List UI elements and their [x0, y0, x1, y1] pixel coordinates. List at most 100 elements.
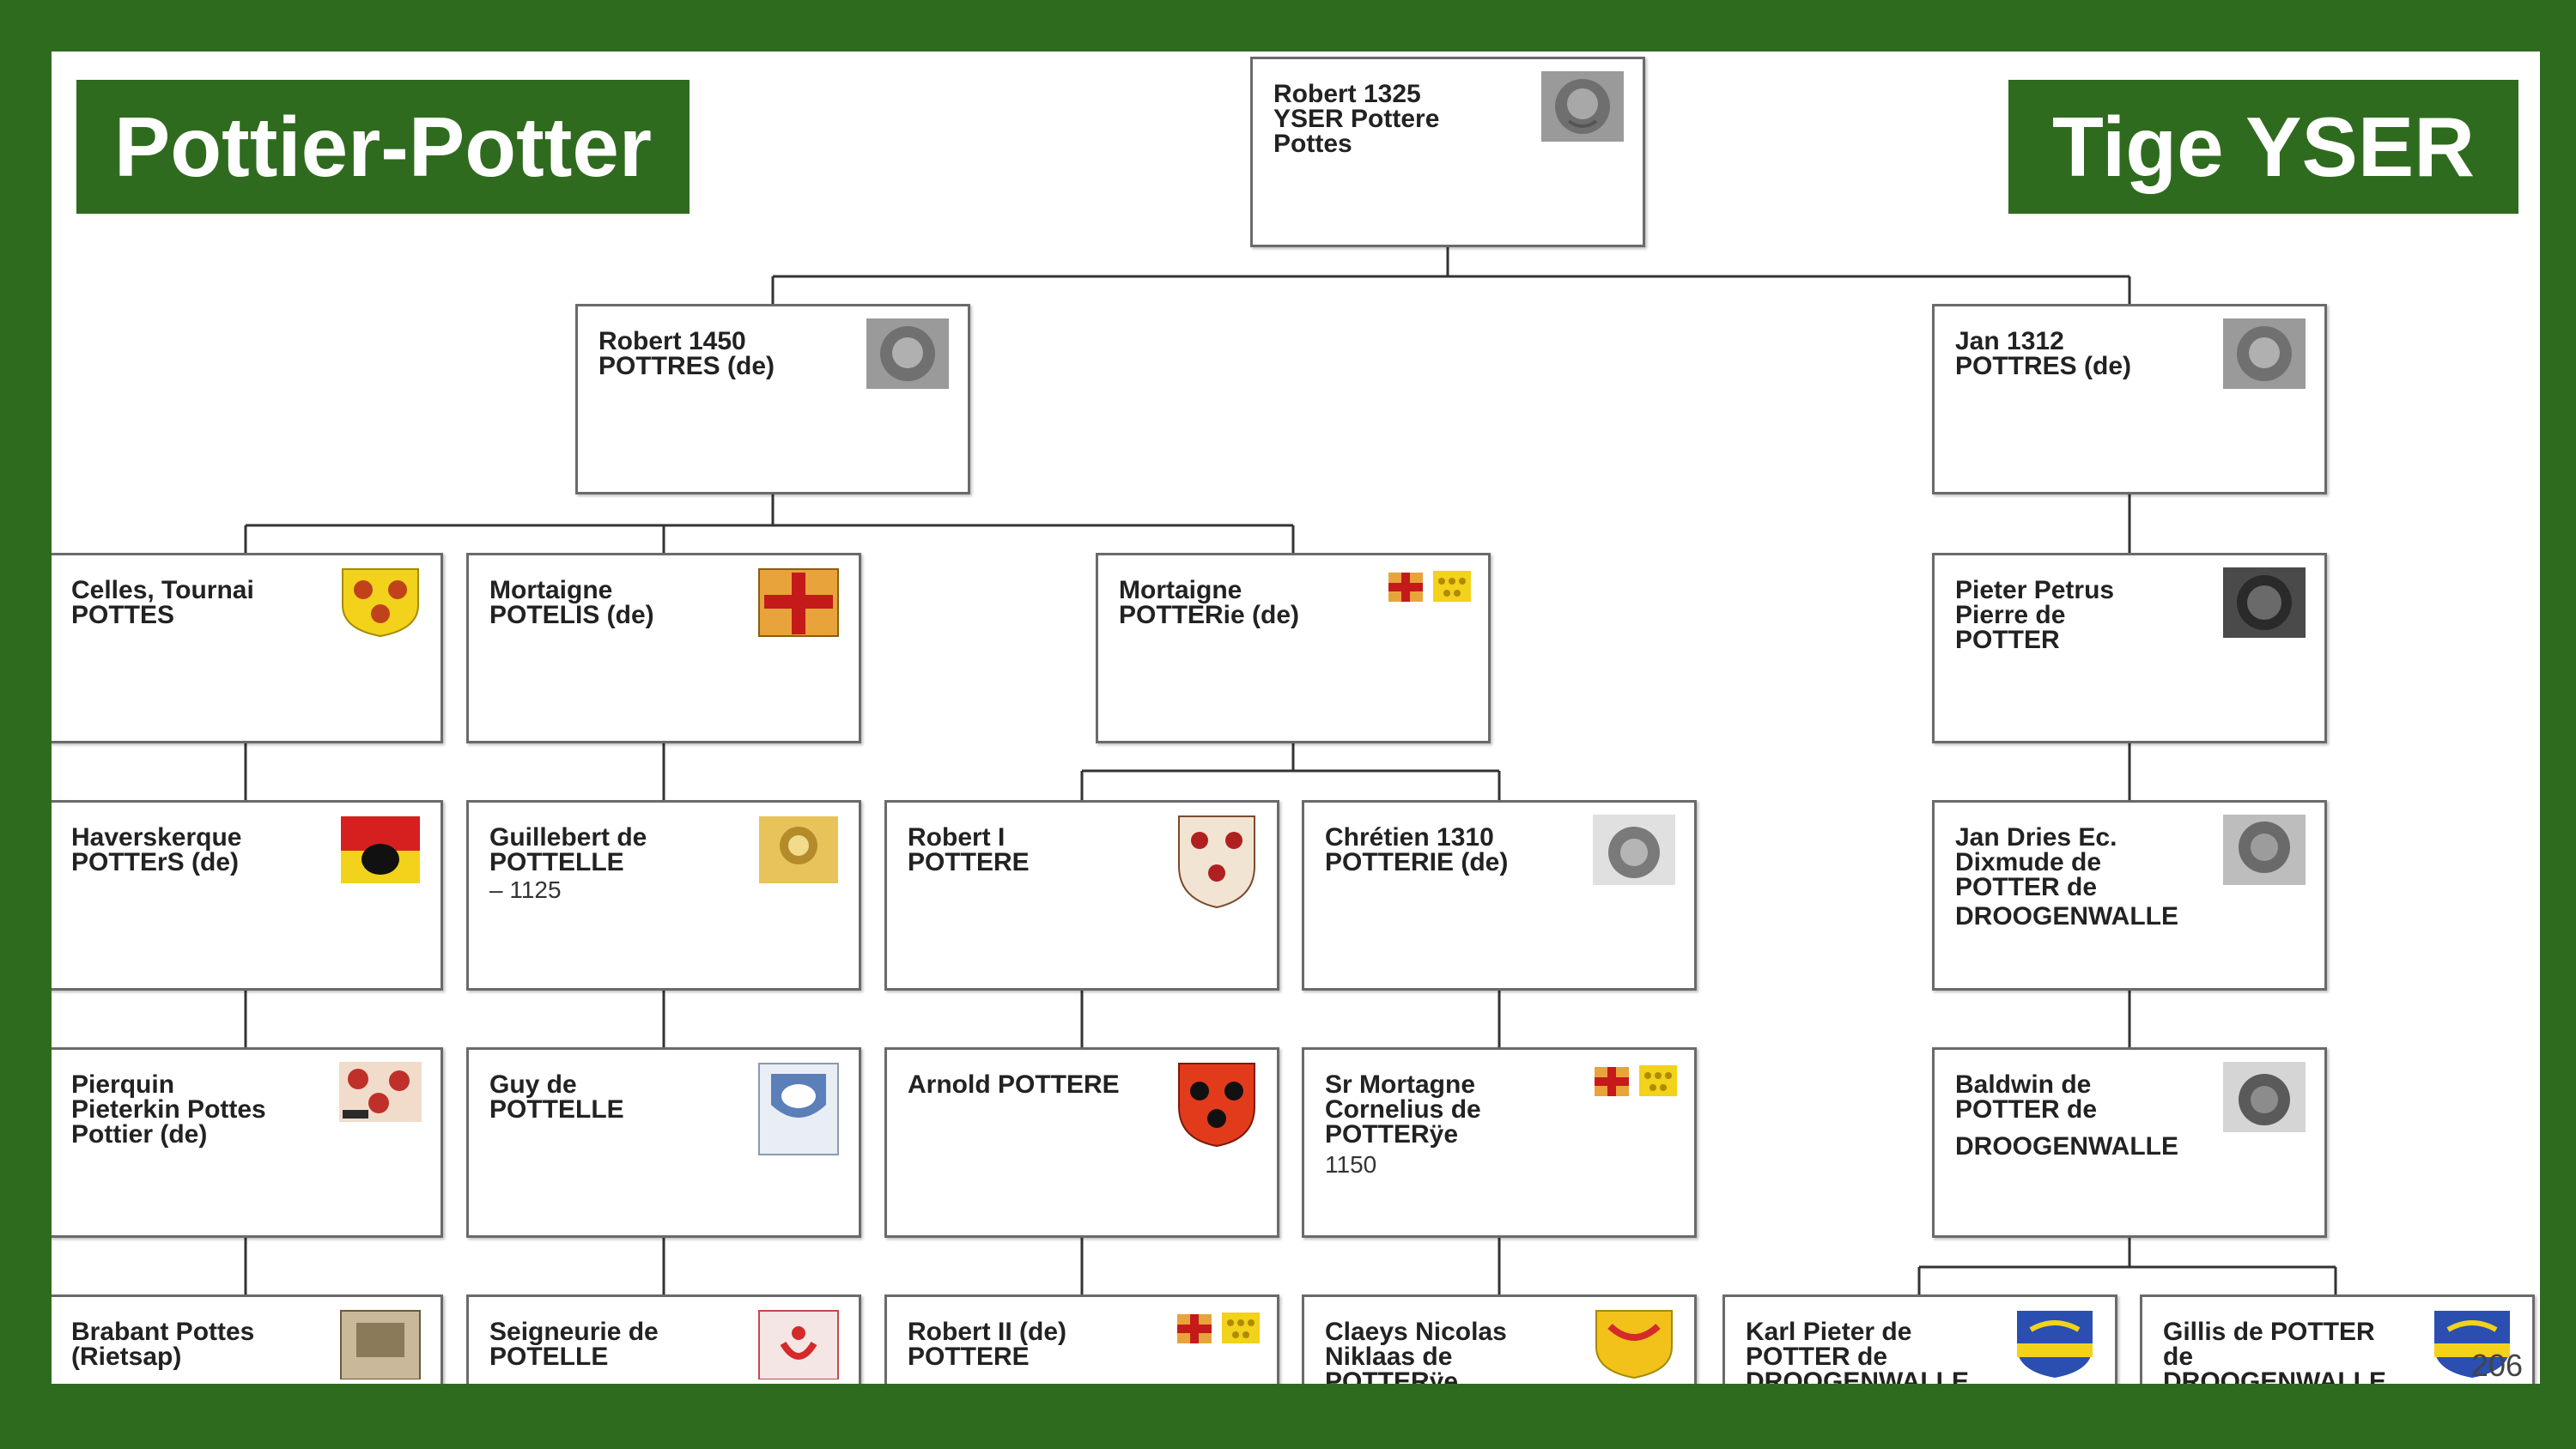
node-line: POTTERE	[908, 850, 1030, 875]
node-line: de	[2163, 1344, 2386, 1369]
node-line: YSER Pottere	[1273, 106, 1439, 131]
node-line: Robert 1450	[598, 329, 775, 354]
coat-of-arms-icon	[339, 567, 422, 638]
node-robert-1325: Robert 1325 YSER Pottere Pottes	[1250, 57, 1645, 247]
node-line: Pieter Petrus	[1955, 578, 2114, 603]
seal-icon	[1541, 71, 1624, 142]
node-line: POTTER	[1955, 627, 2114, 652]
node-line: Mortaigne	[489, 578, 654, 603]
family-tree-panel: Pottier-Potter Tige YSER	[52, 52, 2540, 1384]
connector-mortaigne2	[1082, 743, 1499, 800]
page-number: 206	[2471, 1348, 2523, 1384]
node-line: POTELLE	[489, 1344, 659, 1369]
node-robert-ii: Robert II (de) POTTERE	[884, 1294, 1279, 1384]
node-line: Jan 1312	[1955, 329, 2131, 354]
coat-of-arms-icon	[757, 1062, 840, 1156]
node-seigneurie-potelle: Seigneurie de POTELLE	[466, 1294, 861, 1384]
node-line: Baldwin de	[1955, 1072, 2097, 1097]
coat-of-arms-icon	[339, 1309, 422, 1379]
node-arnold-pottere: Arnold POTTERE	[884, 1047, 1279, 1238]
node-line: (Rietsap)	[71, 1344, 254, 1369]
node-date: 1150	[1325, 1151, 1376, 1179]
node-line: DROOGENWALLE	[1955, 902, 2178, 931]
node-mortaigne-potterie: Mortaigne POTTERie (de)	[1096, 553, 1491, 743]
node-jan-1312: Jan 1312 POTTRES (de)	[1932, 304, 2327, 494]
node-line: POTTERIE (de)	[1325, 850, 1508, 875]
node-line: Pierquin	[71, 1072, 266, 1097]
node-line: Guy de	[489, 1072, 624, 1097]
coat-of-arms-pair-icon	[1593, 1062, 1679, 1100]
node-guillebert: Guillebert de POTTELLE – 1125	[466, 800, 861, 991]
node-mortaigne-potelis: Mortaigne POTELIS (de)	[466, 553, 861, 743]
node-line: Claeys Nicolas	[1325, 1319, 1507, 1344]
node-line: POTTELLE	[489, 850, 647, 875]
node-pierquin: Pierquin Pieterkin Pottes Pottier (de)	[52, 1047, 443, 1238]
node-line: Robert II (de)	[908, 1319, 1066, 1344]
node-line: POTTRES (de)	[598, 354, 775, 379]
node-line: Mortaigne	[1119, 578, 1299, 603]
node-line: Pieterkin Pottes	[71, 1097, 266, 1122]
node-jan-dries: Jan Dries Ec. Dixmude de POTTER de DROOG…	[1932, 800, 2327, 991]
node-line: DROOGENWALLE	[1955, 1132, 2178, 1161]
seal-icon	[2223, 567, 2306, 638]
node-celles-tournai: Celles, Tournai POTTES	[52, 553, 443, 743]
node-line: Celles, Tournai	[71, 578, 254, 603]
node-guy-de-pottelle: Guy de POTTELLE	[466, 1047, 861, 1238]
seal-icon	[2223, 318, 2306, 389]
node-line: Niklaas de	[1325, 1344, 1507, 1369]
node-claeys-nicolas: Claeys Nicolas Niklaas de POTTERÿe	[1302, 1294, 1697, 1384]
node-line: DROOGENWALLE	[1746, 1369, 1969, 1384]
node-line: POTELIS (de)	[489, 603, 654, 627]
node-robert-i: Robert I POTTERE	[884, 800, 1279, 991]
coat-of-arms-icon	[1593, 1309, 1675, 1379]
node-line: POTTERÿe	[1325, 1369, 1507, 1384]
node-pieter-petrus: Pieter Petrus Pierre de POTTER	[1932, 553, 2327, 743]
node-line: Sr Mortagne	[1325, 1072, 1481, 1097]
coat-of-arms-icon	[2014, 1309, 2096, 1379]
node-line: Arnold POTTERE	[908, 1072, 1120, 1097]
connector-r1450	[246, 494, 1293, 553]
node-line: Haverskerque	[71, 825, 241, 850]
seal-icon	[2223, 1062, 2306, 1132]
node-haverskerque: Haverskerque POTTErS (de)	[52, 800, 443, 991]
node-line: POTTER de	[1955, 1097, 2097, 1122]
node-line: Pierre de	[1955, 603, 2114, 627]
node-line: Brabant Pottes	[71, 1319, 254, 1344]
seal-icon	[2223, 815, 2306, 885]
coat-of-arms-icon	[339, 1062, 422, 1122]
node-line: DROOGENWALLE	[2163, 1369, 2386, 1384]
node-karl-pieter: Karl Pieter de POTTER de DROOGENWALLE	[1722, 1294, 2117, 1384]
node-line: Seigneurie de	[489, 1319, 659, 1344]
coat-of-arms-pair-icon	[1176, 1309, 1261, 1347]
node-line: Guillebert de	[489, 825, 647, 850]
coat-of-arms-icon	[1176, 1062, 1258, 1148]
coat-of-arms-pair-icon	[1387, 567, 1473, 605]
coat-of-arms-icon	[339, 815, 422, 885]
node-robert-1450: Robert 1450 POTTRES (de)	[575, 304, 970, 494]
node-line: Pottier (de)	[71, 1122, 266, 1147]
coat-of-arms-icon	[1176, 815, 1258, 909]
node-line: Robert I	[908, 825, 1030, 850]
node-line: POTTERie (de)	[1119, 603, 1299, 627]
coat-of-arms-icon	[757, 567, 840, 638]
node-brabant-pottes: Brabant Pottes (Rietsap)	[52, 1294, 443, 1384]
node-line: POTTErS (de)	[71, 850, 241, 875]
node-line: Cornelius de	[1325, 1097, 1481, 1122]
coat-of-arms-icon	[757, 815, 840, 885]
node-line: POTTRES (de)	[1955, 354, 2131, 379]
connector-root	[773, 247, 2129, 304]
node-line: POTTER de	[1746, 1344, 1969, 1369]
node-line: Dixmude de	[1955, 850, 2117, 875]
node-line: Jan Dries Ec.	[1955, 825, 2117, 850]
node-baldwin: Baldwin de POTTER de DROOGENWALLE	[1932, 1047, 2327, 1238]
node-line: POTTELLE	[489, 1097, 624, 1122]
node-line: POTTERÿe	[1325, 1122, 1481, 1147]
seal-icon	[866, 318, 949, 389]
node-line: Robert 1325	[1273, 82, 1439, 106]
node-line: POTTERE	[908, 1344, 1066, 1369]
node-line: Karl Pieter de	[1746, 1319, 1969, 1344]
node-sr-mortagne: Sr Mortagne Cornelius de POTTERÿe 1150	[1302, 1047, 1697, 1238]
seal-icon	[1593, 815, 1675, 885]
coat-of-arms-icon	[757, 1309, 840, 1379]
